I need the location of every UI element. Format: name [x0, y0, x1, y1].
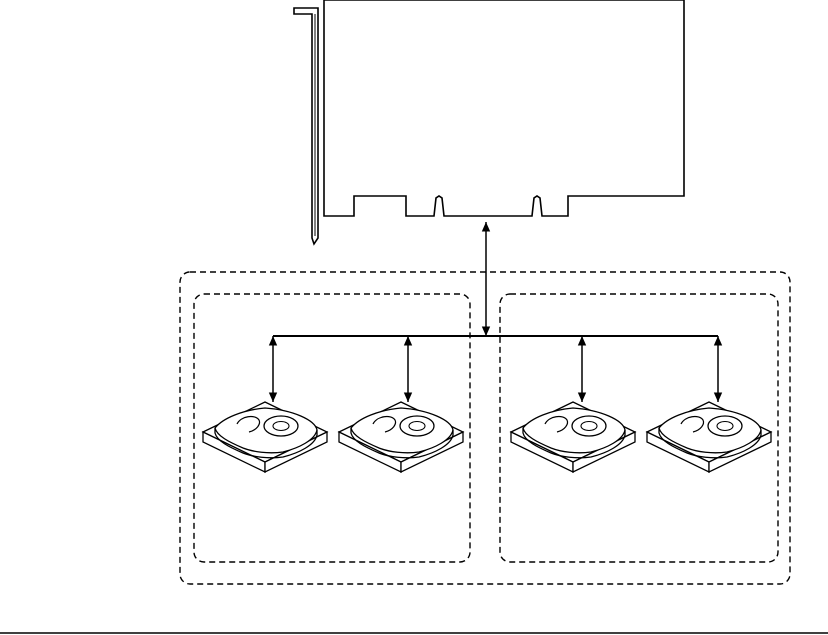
hard-drive-2-icon [339, 402, 463, 472]
hard-drive-4-icon [647, 402, 771, 472]
hard-drive-3-icon [511, 402, 635, 472]
controller-card [294, 0, 684, 244]
hard-drive-1-icon [203, 402, 327, 472]
